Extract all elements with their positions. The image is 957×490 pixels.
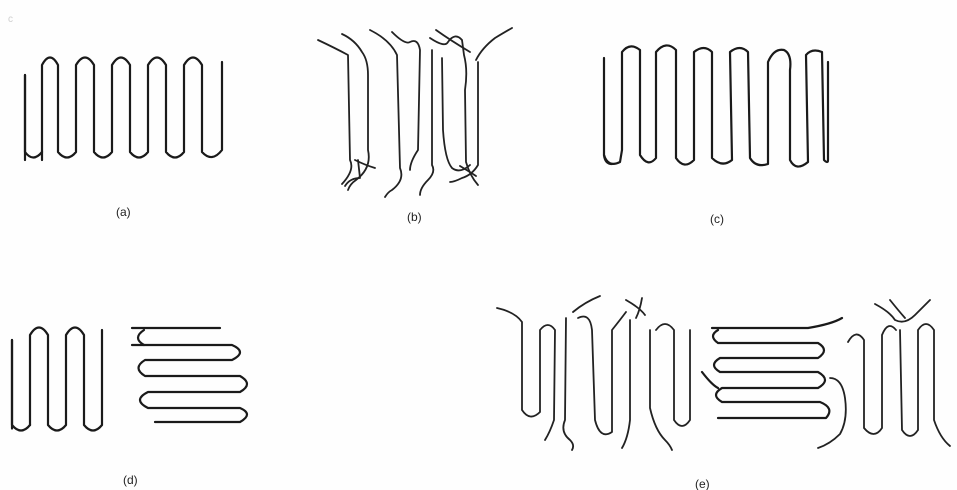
panel-b-chain-2	[342, 34, 369, 190]
panel-b-chain-6	[420, 50, 433, 195]
panel-b-chain-1	[318, 40, 351, 184]
panel-e-chain-8	[848, 326, 896, 434]
panel-e-chain-7	[818, 378, 846, 448]
panel-e-chain-9	[875, 300, 930, 322]
panel-b-chain-11	[450, 62, 478, 182]
panel-e-label: (e)	[695, 478, 710, 490]
panel-a-label: (a)	[116, 206, 131, 218]
panel-d-horizontal-fold	[132, 328, 247, 422]
panel-e-horizontal-fold	[702, 318, 842, 418]
panel-e-chain-3	[578, 312, 626, 434]
panel-a-chain-start	[25, 75, 42, 158]
panel-d-horizontal-top	[138, 330, 144, 345]
panel-c-folded-chain	[604, 45, 828, 166]
panel-b-chain-4	[370, 30, 401, 197]
panel-d-label: (d)	[123, 474, 138, 486]
panel-a-folded-chain	[25, 58, 222, 161]
panel-d-vertical-start	[12, 340, 30, 431]
panel-e-chain-5	[636, 298, 672, 450]
panel-b-chain-9	[436, 30, 470, 52]
panel-e-chain-6	[656, 324, 690, 426]
panel-b-chain-7	[430, 36, 478, 185]
panel-b-chain-12	[355, 160, 476, 176]
panel-b-label: (b)	[407, 211, 422, 223]
panel-e-chain-10	[900, 324, 950, 446]
panel-e-chain-2	[563, 296, 600, 450]
panel-c-label: (c)	[710, 213, 724, 225]
panel-b-chain-10	[476, 28, 512, 60]
panel-e-chain-1	[497, 308, 555, 440]
panel-e-chain-4	[622, 300, 645, 448]
panel-d-vertical-fold	[12, 328, 102, 431]
